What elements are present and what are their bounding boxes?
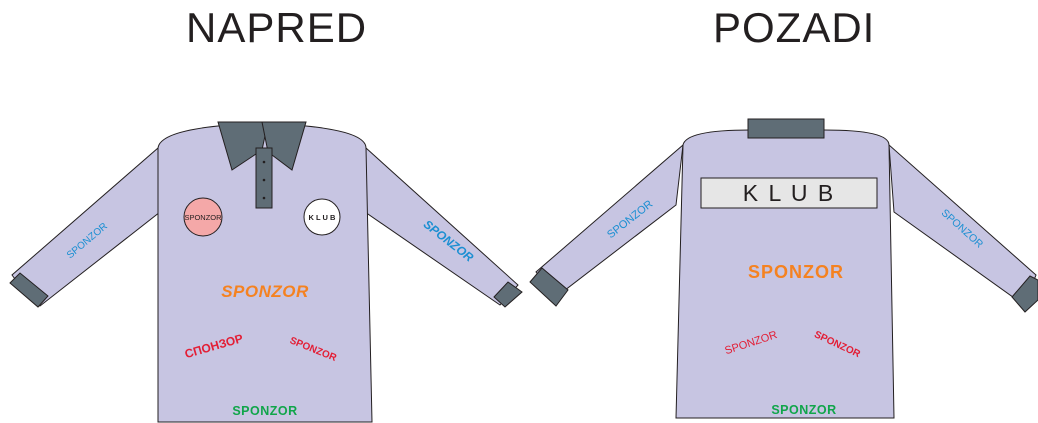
front-button bbox=[262, 196, 266, 200]
front-title: NAPRED bbox=[186, 4, 368, 51]
front-collar-right bbox=[261, 121, 307, 171]
back-name-panel bbox=[700, 177, 878, 209]
front-sponsor-badge-text: SPONZOR bbox=[184, 213, 222, 222]
front-button bbox=[262, 178, 266, 182]
front-left-sleeve bbox=[11, 146, 161, 307]
front-bottom-sponsor: SPONZOR bbox=[232, 404, 297, 418]
back-shirt: K L U B SPONZOR SPONZOR SPONZOR SPONZOR … bbox=[529, 118, 1038, 419]
back-center-sponsor: SPONZOR bbox=[748, 262, 844, 282]
front-center-sponsor: SPONZOR bbox=[221, 282, 309, 301]
back-collar bbox=[747, 118, 825, 139]
front-left-cuff bbox=[9, 272, 49, 308]
front-sponsor-badge bbox=[183, 197, 223, 237]
back-name-panel-text: K L U B bbox=[743, 180, 835, 206]
front-placket bbox=[255, 147, 273, 209]
back-left-sleeve bbox=[535, 143, 684, 298]
back-title: POZADI bbox=[713, 4, 876, 51]
front-button bbox=[262, 160, 266, 164]
front-klub-badge-text: K L U B bbox=[309, 213, 337, 222]
front-right-cuff bbox=[493, 281, 523, 308]
back-right-cuff bbox=[1011, 275, 1038, 313]
back-left-cuff bbox=[529, 267, 569, 307]
front-shirt: SPONZOR K L U B SPONZOR SPONZOR SPONZOR … bbox=[9, 121, 523, 423]
front-klub-badge bbox=[303, 198, 341, 236]
back-bottom-sponsor: SPONZOR bbox=[771, 403, 836, 417]
